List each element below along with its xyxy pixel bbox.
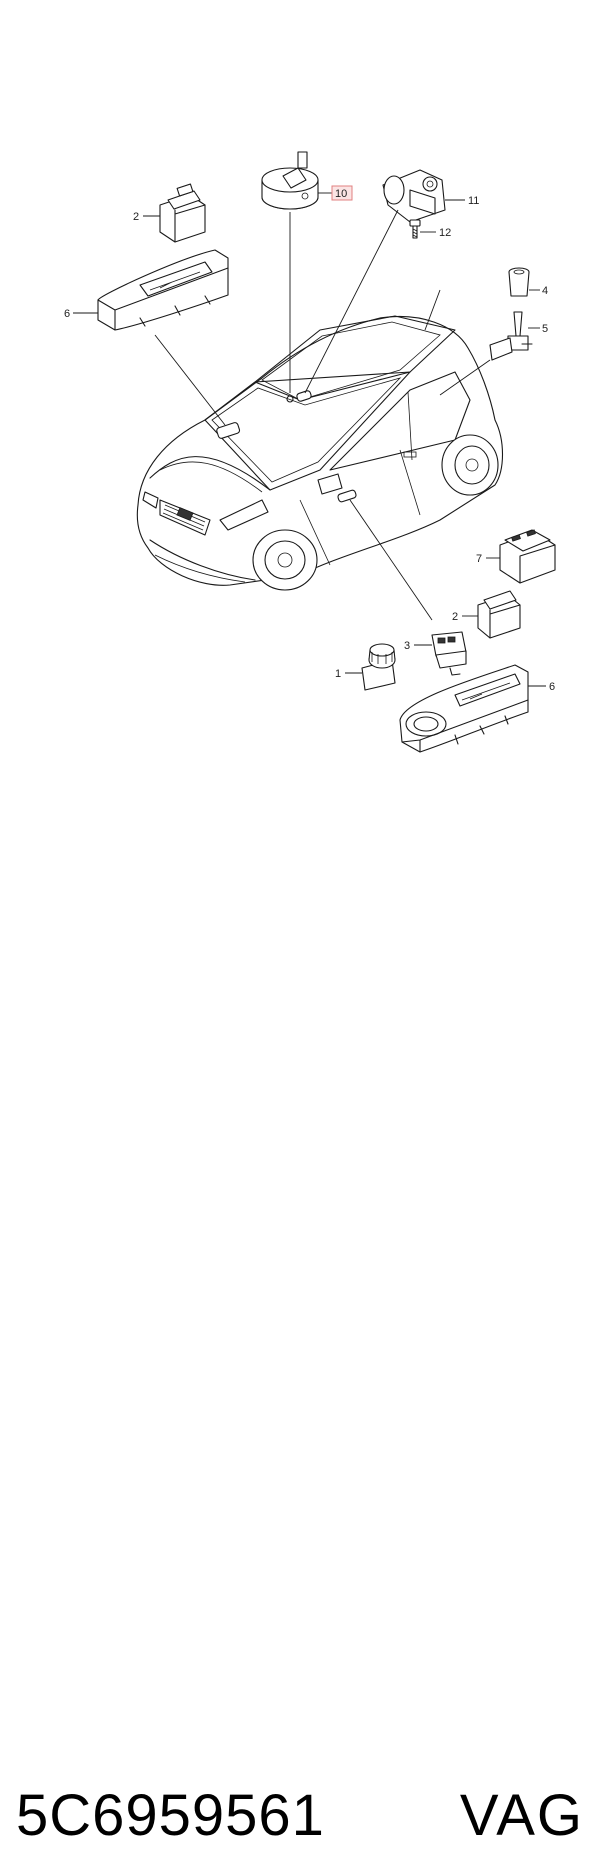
part-6-trim-bottom [399,664,529,753]
part-11-motor [382,169,446,223]
callout-4: 4 [542,285,548,297]
callout-10-highlight [331,185,353,201]
part-4-clip [508,267,530,297]
callout-6-bottom: 6 [549,681,555,693]
callout-2-top: 2 [133,211,139,223]
part-2-switch-bottom [477,590,521,639]
part-2-switch-top [159,183,206,243]
part-10-light-switch [261,151,319,210]
leader-lines [73,192,546,687]
callout-labels: 10 11 12 2 6 4 5 7 2 3 1 6 [64,185,555,693]
part-6-trim-top [97,249,229,331]
callout-2-bottom: 2 [452,611,458,623]
callout-7: 7 [476,553,482,565]
callout-10: 10 [335,188,347,200]
callout-1: 1 [335,668,341,680]
callout-5: 5 [542,323,548,335]
part-7-switch [499,529,556,584]
callout-6-top: 6 [64,308,70,320]
part-number: 5C6959561 [16,1783,325,1848]
part-1-mirror-switch [361,643,396,691]
caption-bar: 5C6959561 VAG [0,890,600,1848]
part-12-screw [409,219,421,239]
brand-label: VAG [459,1783,584,1848]
callout-11: 11 [468,195,479,207]
callout-12: 12 [439,227,451,239]
part-3-switch [431,631,467,676]
car-illustration [136,315,503,591]
parts-diagram: 10 11 12 2 6 4 5 7 2 3 1 6 [64,151,556,753]
part-5-sensor [489,311,533,361]
callout-3: 3 [404,640,410,652]
